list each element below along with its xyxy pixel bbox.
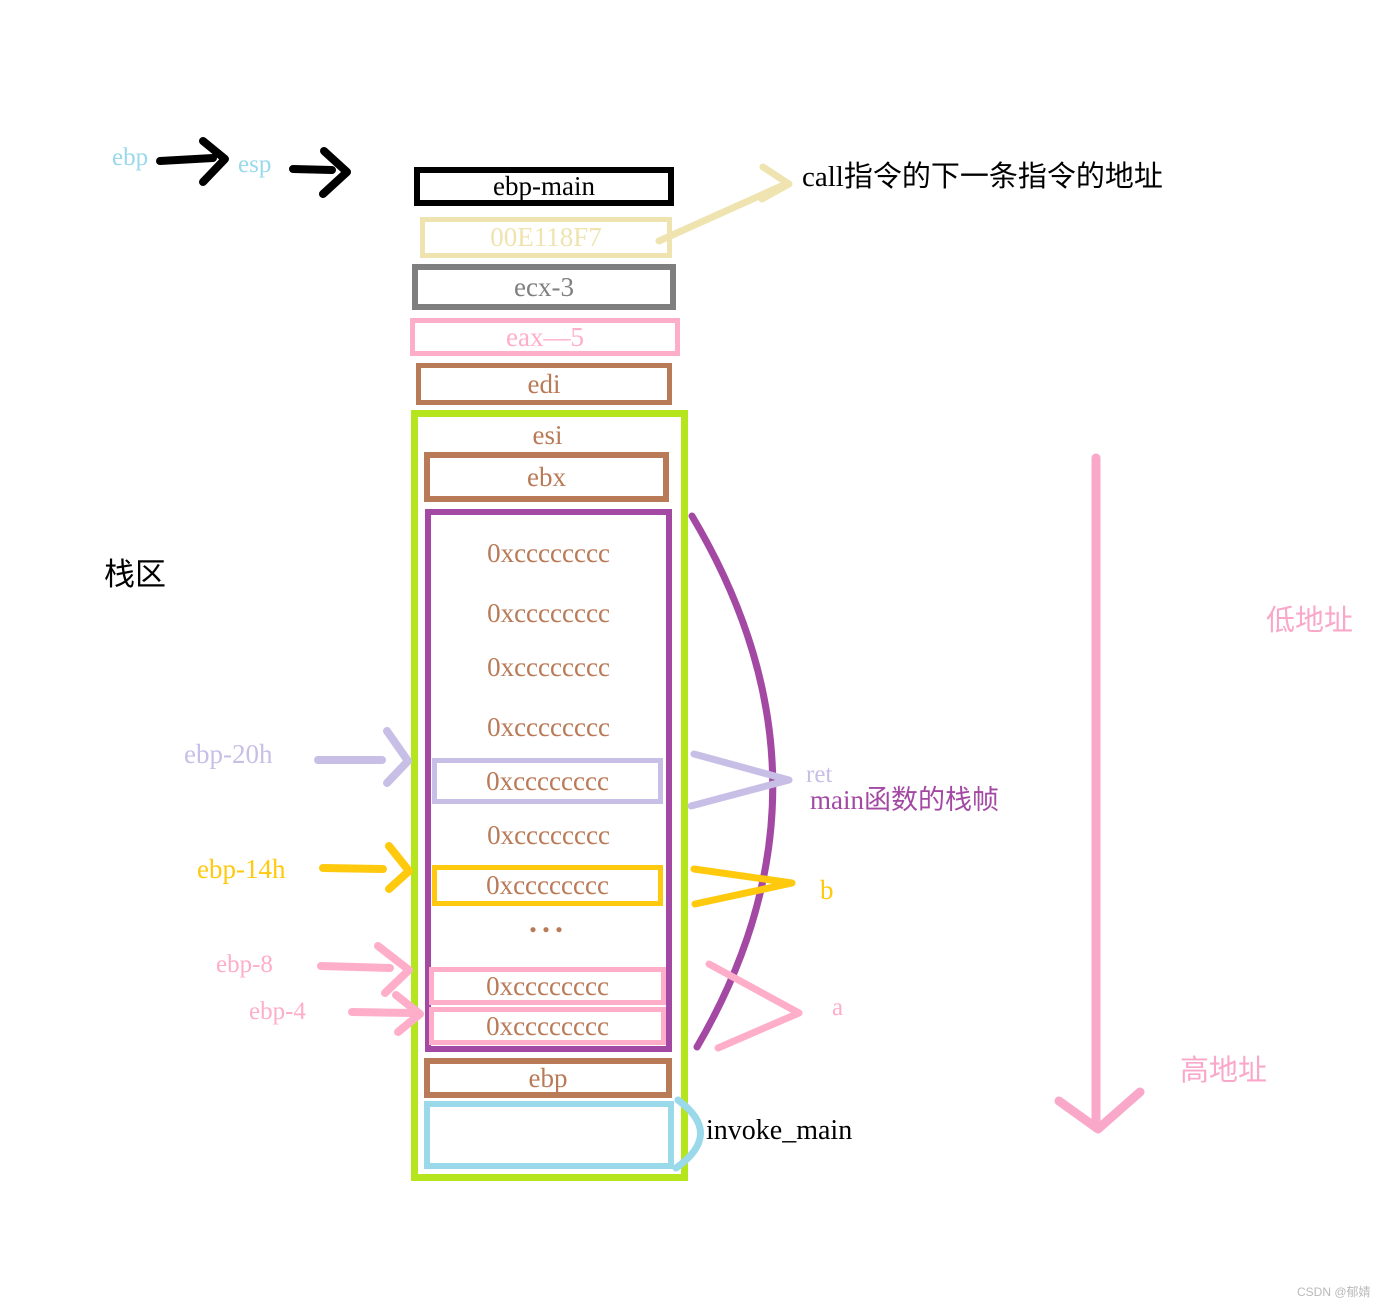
ecx-box: ecx-3 bbox=[412, 264, 676, 310]
offset-label-ebp-14h: ebp-14h bbox=[197, 854, 286, 884]
edi-label: edi bbox=[527, 368, 561, 399]
cc-value: 0xcccccccc bbox=[486, 765, 609, 796]
stack-region-box bbox=[411, 410, 688, 1181]
ebp-to-esp-arrow bbox=[156, 137, 229, 186]
return-address-box: 00E118F7 bbox=[420, 217, 672, 258]
offset-label-ebp-8: ebp-8 bbox=[216, 951, 273, 978]
ebp-20h-slot: 0xcccccccc bbox=[432, 758, 663, 804]
ebp-label: ebp bbox=[528, 1062, 568, 1093]
ret-label: ret bbox=[806, 761, 833, 788]
ebx-box: ebx bbox=[424, 452, 669, 502]
offset-label-ebp-4: ebp-4 bbox=[249, 998, 306, 1025]
main-frame-brace bbox=[688, 512, 777, 1051]
invoke-main-label: invoke_main bbox=[706, 1115, 853, 1146]
ebp-box: ebp bbox=[424, 1058, 672, 1098]
cc-row-6: 0xcccccccc bbox=[433, 818, 664, 852]
esi-row: esi bbox=[425, 417, 670, 453]
cc-value: 0xcccccccc bbox=[487, 597, 610, 628]
low-address-label: 低地址 bbox=[1266, 605, 1354, 637]
ebp-14h-arrow bbox=[319, 842, 413, 893]
eax-box: eax—5 bbox=[410, 318, 680, 356]
var-a-chevron bbox=[705, 960, 803, 1052]
ebp-4-arrow bbox=[348, 991, 424, 1036]
eax-label: eax—5 bbox=[506, 321, 584, 352]
cc-value: 0xcccccccc bbox=[487, 711, 610, 742]
ebp-main-box: ebp-main bbox=[414, 167, 674, 206]
cc-value: 0xcccccccc bbox=[486, 870, 609, 900]
edi-box: edi bbox=[416, 363, 672, 405]
cc-value: 0xcccccccc bbox=[487, 819, 610, 850]
esp-to-stack-arrow bbox=[289, 147, 351, 198]
cc-row-3: 0xcccccccc bbox=[433, 650, 664, 684]
ellipsis-value: ... bbox=[529, 902, 568, 939]
var-a-label: a bbox=[832, 994, 844, 1021]
ebp-4-slot: 0xcccccccc bbox=[429, 1007, 666, 1045]
return-address-arrow bbox=[655, 163, 793, 245]
esp-pointer-label: esp bbox=[238, 151, 272, 178]
ebp-14h-slot: 0xcccccccc bbox=[432, 865, 663, 906]
ebp-pointer-label: ebp bbox=[112, 144, 149, 171]
cc-value: 0xcccccccc bbox=[486, 970, 609, 1001]
ebp-20h-arrow bbox=[314, 727, 412, 787]
cc-row-4: 0xcccccccc bbox=[433, 710, 664, 744]
ebp-main-label: ebp-main bbox=[493, 171, 595, 201]
cc-value: 0xcccccccc bbox=[487, 651, 610, 682]
stack-area-label: 栈区 bbox=[104, 557, 166, 592]
high-address-label: 高地址 bbox=[1180, 1055, 1268, 1087]
ebp-8-slot: 0xcccccccc bbox=[429, 967, 666, 1005]
cc-row-1: 0xcccccccc bbox=[433, 536, 664, 570]
watermark: CSDN @郁婧 bbox=[1297, 1285, 1371, 1299]
cc-value: 0xcccccccc bbox=[487, 537, 610, 568]
call-next-instruction-note: call指令的下一条指令的地址 bbox=[802, 161, 1163, 193]
ellipsis-row: ... bbox=[433, 903, 664, 939]
return-address-value: 00E118F7 bbox=[490, 222, 602, 252]
offset-label-ebp-20h: ebp-20h bbox=[184, 739, 273, 769]
cc-value: 0xcccccccc bbox=[486, 1010, 609, 1041]
ecx-label: ecx-3 bbox=[514, 271, 574, 302]
var-b-label: b bbox=[820, 875, 834, 905]
ebx-label: ebx bbox=[527, 461, 566, 492]
address-direction-arrow bbox=[1054, 453, 1145, 1134]
main-stack-frame-box bbox=[425, 509, 672, 1052]
ret-chevron bbox=[687, 750, 793, 810]
ebp-8-arrow bbox=[317, 942, 413, 997]
cc-row-2: 0xcccccccc bbox=[433, 596, 664, 630]
var-b-chevron bbox=[690, 865, 796, 908]
esi-label: esi bbox=[532, 419, 563, 450]
invoke-main-box bbox=[424, 1101, 674, 1169]
main-frame-label: main函数的栈帧 bbox=[810, 785, 999, 815]
